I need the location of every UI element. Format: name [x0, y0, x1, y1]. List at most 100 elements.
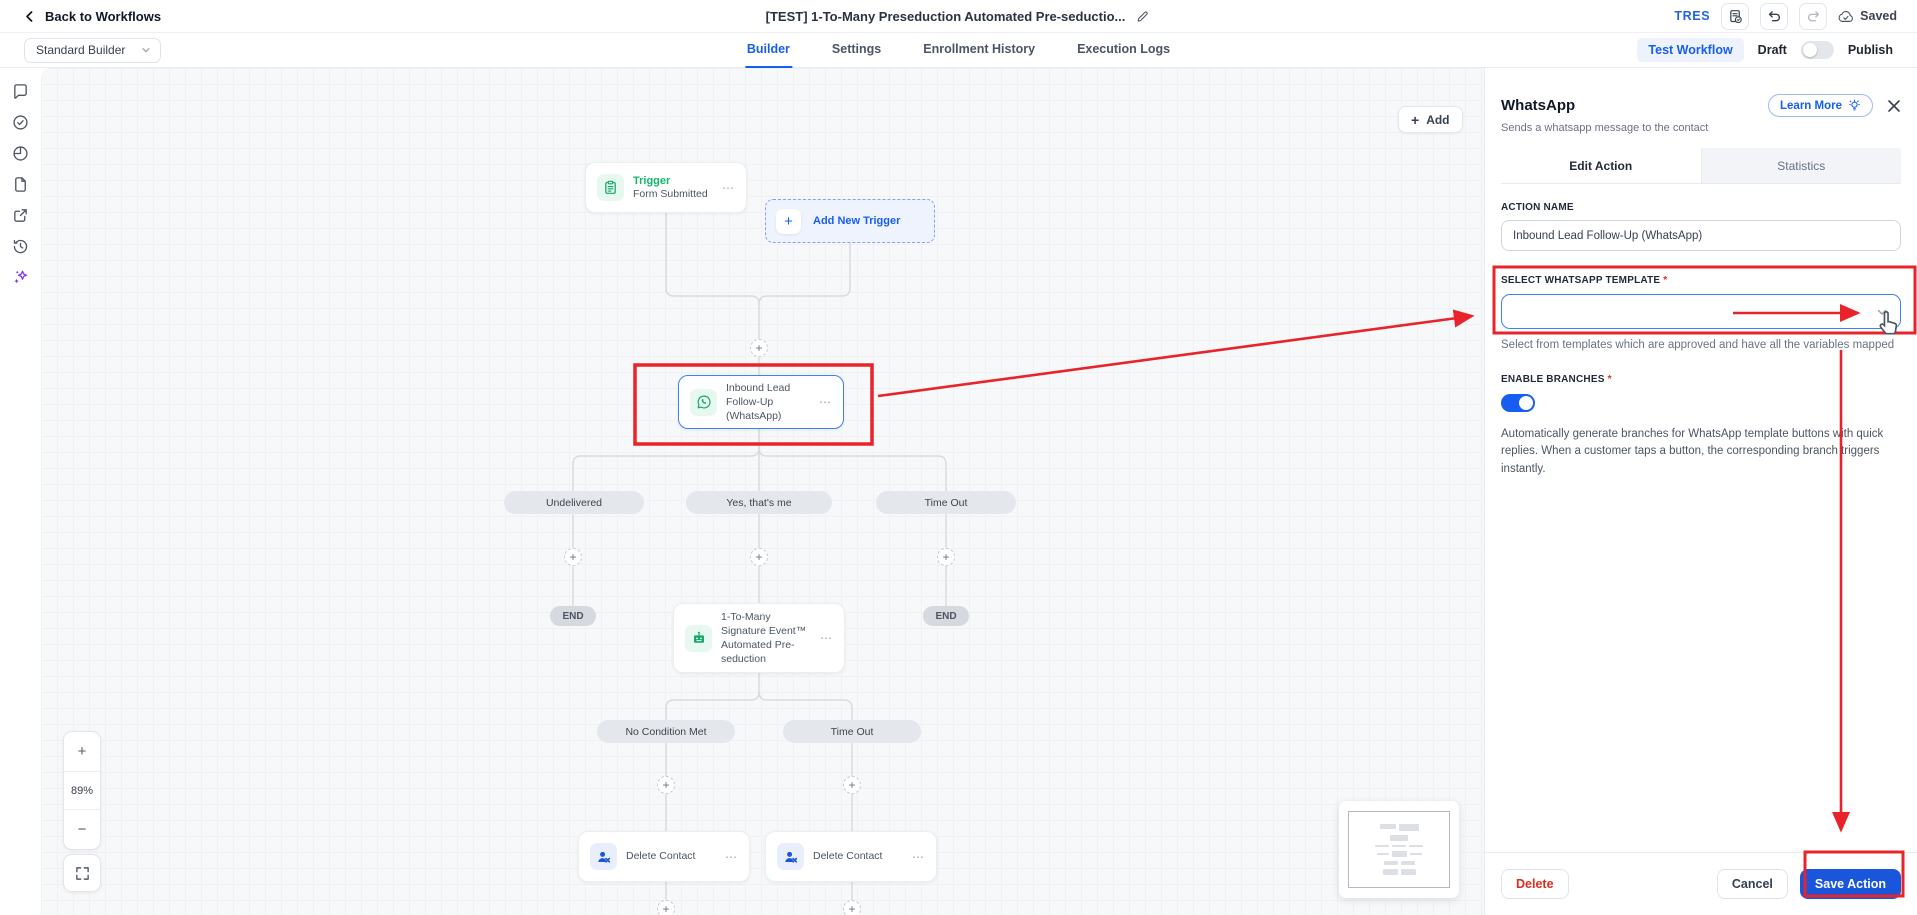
expand-icon [75, 866, 89, 880]
ai-sparkles-icon[interactable] [12, 268, 30, 286]
node-menu-dots[interactable]: ⋯ [912, 849, 925, 864]
panel-footer: Delete Cancel Save Action [1485, 852, 1917, 915]
tab-execution-logs[interactable]: Execution Logs [1077, 42, 1171, 56]
external-link-icon[interactable] [12, 206, 30, 224]
fit-screen-button[interactable] [63, 854, 101, 892]
whatsapp-icon [690, 388, 717, 416]
add-new-trigger-button[interactable]: + Add New Trigger [765, 199, 935, 243]
node-menu-dots[interactable]: ⋯ [819, 395, 832, 409]
builder-mode-select[interactable]: Standard Builder [24, 37, 162, 63]
insert-step-button[interactable]: + [750, 339, 768, 357]
save-action-button[interactable]: Save Action [1799, 869, 1901, 899]
draft-label: Draft [1757, 43, 1787, 57]
branch-pill-no-condition-met[interactable]: No Condition Met [597, 720, 735, 743]
action-name-label: ACTION NAME [1501, 202, 1574, 213]
tab-statistics[interactable]: Statistics [1700, 148, 1901, 183]
tab-enrollment-history[interactable]: Enrollment History [923, 42, 1036, 56]
whatsapp-action-node[interactable]: Inbound Lead Follow-Up (WhatsApp) ⋯ [678, 375, 844, 429]
panel-subtitle: Sends a whatsapp message to the contact [1501, 122, 1709, 134]
trigger-node-subtitle: Form Submitted [633, 187, 708, 200]
insert-step-button[interactable]: + [937, 548, 955, 566]
canvas-add-button[interactable]: + Add [1398, 106, 1463, 133]
whatsapp-node-label: Inbound Lead Follow-Up (WhatsApp) [726, 381, 791, 423]
learn-more-label: Learn More [1780, 99, 1842, 112]
workflow-canvas[interactable]: + Add Trigger Form Submitted ⋯ + Add New… [41, 68, 1484, 915]
end-node: END [550, 606, 596, 626]
zoom-level: 89% [64, 771, 100, 810]
test-document-button[interactable] [1721, 2, 1750, 30]
insert-step-button[interactable]: + [657, 900, 675, 915]
delete-contact-icon [590, 843, 617, 870]
tres-logo: TRES [1674, 9, 1711, 23]
chevron-down-icon [1877, 309, 1887, 315]
template-select-helper: Select from templates which are approved… [1501, 339, 1895, 351]
document-refresh-icon [1729, 9, 1742, 23]
trigger-node-title: Trigger [633, 174, 671, 187]
left-icon-sidebar [0, 68, 41, 915]
whatsapp-template-select[interactable] [1501, 294, 1901, 329]
top-bar: Back to Workflows [TEST] 1-To-Many Prese… [0, 0, 1917, 33]
builder-tabs: Builder Settings Enrollment History Exec… [744, 33, 1172, 68]
undo-button[interactable] [1760, 2, 1789, 30]
insert-step-button[interactable]: + [564, 548, 582, 566]
tab-builder[interactable]: Builder [744, 33, 792, 68]
minimap[interactable] [1339, 801, 1459, 898]
branch-pill-undelivered[interactable]: Undelivered [504, 491, 644, 514]
save-status: Saved [1838, 9, 1897, 23]
delete-button[interactable]: Delete [1501, 869, 1569, 899]
file-icon[interactable] [12, 175, 30, 193]
cancel-button[interactable]: Cancel [1716, 869, 1788, 899]
branch-pill-time-out-2[interactable]: Time Out [783, 720, 921, 743]
check-circle-icon[interactable] [12, 113, 30, 131]
edit-pencil-icon[interactable] [1133, 7, 1151, 25]
node-menu-dots[interactable]: ⋯ [820, 631, 833, 645]
workflow-title-text: [TEST] 1-To-Many Preseduction Automated … [765, 8, 1126, 24]
comments-icon[interactable] [12, 82, 30, 100]
required-asterisk: * [1607, 373, 1612, 385]
enable-branches-description: Automatically generate branches for What… [1501, 427, 1884, 476]
zoom-in-button[interactable]: + [77, 743, 87, 760]
signature-event-node[interactable]: 1-To-Many Signature Event™ Automated Pre… [673, 603, 845, 673]
draft-publish-toggle[interactable] [1800, 41, 1834, 59]
node-menu-dots[interactable]: ⋯ [725, 849, 738, 864]
action-name-input[interactable] [1501, 220, 1901, 251]
clipboard-icon [597, 174, 624, 201]
insert-step-button[interactable]: + [657, 776, 675, 794]
test-workflow-button[interactable]: Test Workflow [1637, 38, 1744, 62]
close-panel-button[interactable] [1887, 99, 1901, 113]
delete-contact-node[interactable]: Delete Contact ⋯ [578, 831, 750, 882]
enable-branches-toggle[interactable] [1501, 393, 1535, 412]
plus-icon: + [776, 208, 801, 234]
toggle-knob [1802, 43, 1817, 57]
panel-title: WhatsApp [1501, 97, 1576, 114]
trigger-node[interactable]: Trigger Form Submitted ⋯ [585, 162, 747, 213]
history-clock-icon[interactable] [12, 237, 30, 255]
delete-contact-label: Delete Contact [626, 850, 696, 863]
robot-icon [685, 624, 712, 652]
branch-pill-yes-thats-me[interactable]: Yes, that's me [686, 491, 832, 514]
close-icon [1888, 99, 1900, 112]
tab-settings[interactable]: Settings [831, 42, 882, 56]
back-to-workflows-link[interactable]: Back to Workflows [20, 7, 161, 25]
node-menu-dots[interactable]: ⋯ [722, 180, 735, 195]
builder-mode-value: Standard Builder [36, 43, 126, 57]
branch-pill-time-out[interactable]: Time Out [876, 491, 1016, 514]
tab-edit-action[interactable]: Edit Action [1501, 148, 1701, 183]
insert-step-button[interactable]: + [750, 548, 768, 566]
redo-button[interactable] [1799, 2, 1828, 30]
insert-step-button[interactable]: + [843, 776, 861, 794]
add-label: Add [1426, 112, 1450, 127]
end-node: END [923, 606, 969, 626]
zoom-out-button[interactable]: − [77, 821, 87, 838]
action-settings-panel: WhatsApp Learn More Sends a whatsapp mes… [1484, 68, 1917, 915]
template-select-label: SELECT WHATSAPP TEMPLATE [1501, 275, 1661, 286]
publish-label: Publish [1847, 43, 1893, 57]
cloud-check-icon [1838, 10, 1854, 22]
toggle-knob [1519, 395, 1533, 410]
delete-contact-node[interactable]: Delete Contact ⋯ [765, 831, 937, 882]
pie-chart-icon[interactable] [12, 144, 30, 162]
learn-more-button[interactable]: Learn More [1768, 94, 1873, 117]
insert-step-button[interactable]: + [843, 900, 861, 915]
redo-icon [1807, 10, 1819, 21]
